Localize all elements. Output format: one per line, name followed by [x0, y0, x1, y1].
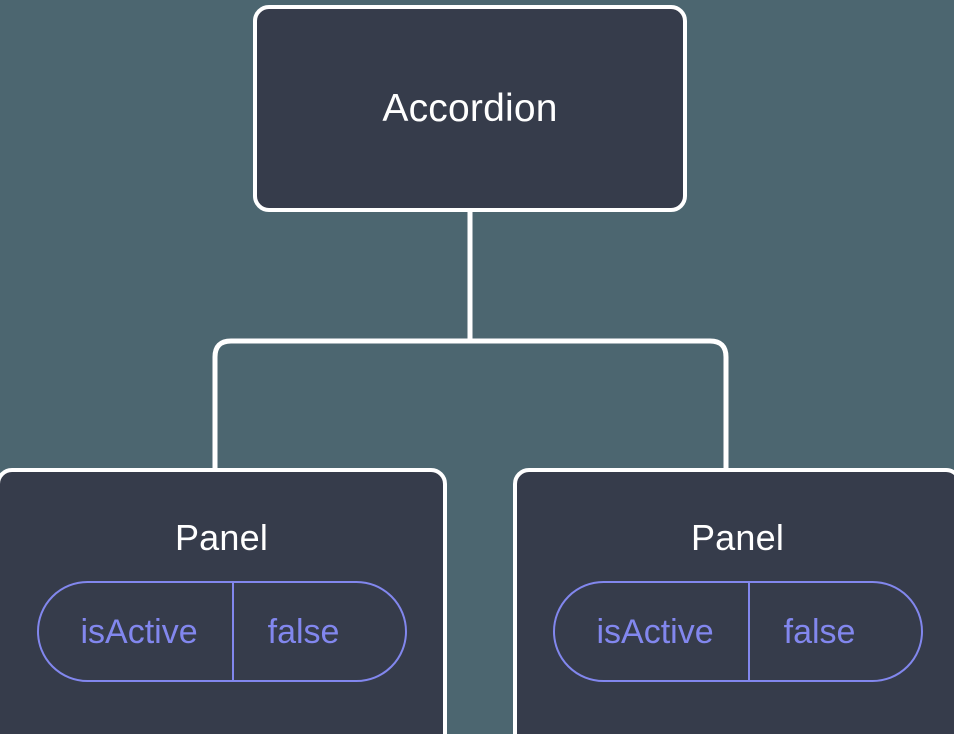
edge-to-panel-1	[470, 338, 729, 470]
prop-value: false	[231, 583, 382, 680]
edge-to-panel-0	[212, 338, 470, 470]
prop-value: false	[747, 583, 898, 680]
node-accordion[interactable]: Accordion	[253, 5, 687, 212]
node-accordion-label: Accordion	[382, 87, 558, 130]
node-panel-1[interactable]: Panel isActive false	[513, 468, 954, 734]
node-panel-0-label: Panel	[174, 517, 269, 558]
node-panel-1-label: Panel	[690, 517, 785, 558]
node-panel-1-prop-isactive[interactable]: isActive false	[552, 581, 923, 682]
prop-key: isActive	[596, 612, 714, 651]
node-panel-0-prop-isactive[interactable]: isActive false	[36, 581, 407, 682]
node-panel-0[interactable]: Panel isActive false	[0, 468, 447, 734]
prop-key: isActive	[80, 612, 198, 651]
